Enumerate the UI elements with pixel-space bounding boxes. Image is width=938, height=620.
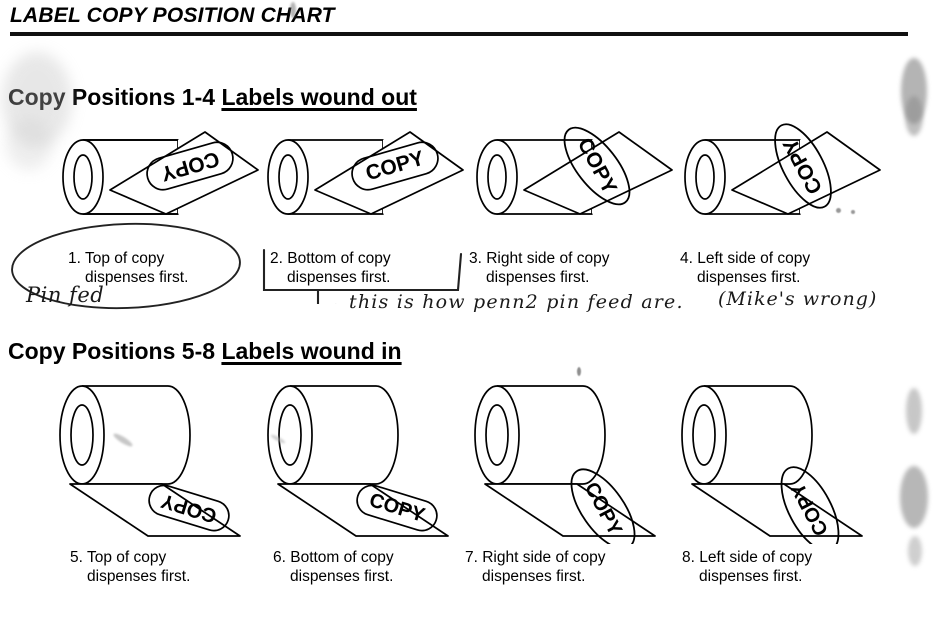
diagram-position-7[interactable]: COPY 7. Right side of copy dispenses fir… bbox=[455, 374, 670, 586]
caption-line-2: dispenses first. bbox=[287, 269, 391, 286]
caption-line-1: 1. Top of copy bbox=[68, 250, 165, 267]
roll-core-hole-6 bbox=[278, 404, 302, 466]
label-flap-1 bbox=[109, 131, 259, 215]
title-divider bbox=[10, 32, 908, 36]
roll-core-hole-4 bbox=[695, 154, 715, 200]
roll-illustration-7: COPY bbox=[455, 374, 670, 544]
label-shape-8 bbox=[780, 466, 840, 544]
caption-line-1: 7. Right side of copy bbox=[465, 549, 606, 566]
label-shape-4 bbox=[774, 123, 832, 209]
diagram-caption-2: 2. Bottom of copy dispenses first. bbox=[253, 249, 468, 287]
label-flap-7 bbox=[484, 483, 656, 537]
caption-line-2: dispenses first. bbox=[85, 269, 189, 286]
diagram-caption-6: 6. Bottom of copy dispenses first. bbox=[248, 548, 463, 586]
caption-line-2: dispenses first. bbox=[290, 568, 394, 585]
caption-line-1: 2. Bottom of copy bbox=[270, 250, 391, 267]
handwritten-margin-note-parenthetical: (Mike's wrong) bbox=[718, 288, 878, 310]
roll-core-hole-3 bbox=[487, 154, 507, 200]
roll-illustration-4: COPY bbox=[670, 122, 885, 247]
label-shape-3 bbox=[563, 126, 631, 206]
roll-illustration-2: COPY bbox=[253, 122, 468, 247]
roll-core-hole-5 bbox=[70, 404, 94, 466]
diagram-caption-8: 8. Left side of copy dispenses first. bbox=[662, 548, 877, 586]
handwritten-bracket-arrow bbox=[262, 248, 463, 304]
diagram-caption-5: 5. Top of copy dispenses first. bbox=[40, 548, 255, 586]
section-heading-main: Copy Positions 5-8 bbox=[8, 338, 216, 364]
roll-core-hole-8 bbox=[692, 404, 716, 466]
diagram-position-2[interactable]: COPY 2. Bottom of copy dispenses first. bbox=[253, 122, 468, 287]
roll-illustration-6: COPY bbox=[248, 374, 463, 544]
handwritten-margin-note: this is how penn2 pin feed are. bbox=[349, 291, 684, 313]
roll-core-hole-2 bbox=[278, 154, 298, 200]
label-shape-2 bbox=[351, 141, 439, 191]
handwritten-pin-fed-note: Pin fed bbox=[26, 283, 105, 307]
caption-line-1: 5. Top of copy bbox=[70, 549, 167, 566]
label-shape-6 bbox=[356, 484, 438, 532]
diagram-position-5[interactable]: COPY 5. Top of copy dispenses first. bbox=[40, 374, 255, 586]
roll-illustration-3: COPY bbox=[462, 122, 677, 247]
roll-illustration-1: COPY bbox=[48, 122, 263, 247]
label-shape-5 bbox=[148, 484, 230, 532]
caption-line-2: dispenses first. bbox=[87, 568, 191, 585]
section-heading-positions-5-8: Copy Positions 5-8 Labels wound in bbox=[8, 338, 402, 365]
roll-illustration-8: COPY bbox=[662, 374, 877, 544]
diagram-position-8[interactable]: COPY 8. Left side of copy dispenses firs… bbox=[662, 374, 877, 586]
label-flap-2 bbox=[314, 131, 464, 215]
caption-line-1: 8. Left side of copy bbox=[682, 549, 813, 566]
diagram-position-1[interactable]: COPY 1. Top of copy dispenses first. bbox=[48, 122, 263, 287]
label-flap-3 bbox=[523, 131, 673, 215]
caption-line-2: dispenses first. bbox=[697, 269, 801, 286]
caption-line-1: 3. Right side of copy bbox=[469, 250, 610, 267]
handwritten-ellipse-annotation bbox=[11, 222, 241, 310]
label-flap-8 bbox=[691, 483, 863, 537]
roll-illustration-5: COPY bbox=[40, 374, 255, 544]
document-header: LABEL COPY POSITION CHART bbox=[10, 4, 928, 36]
caption-line-1: 6. Bottom of copy bbox=[273, 549, 394, 566]
section-heading-main: Copy Positions 1-4 bbox=[8, 84, 216, 110]
section-heading-emphasis: Labels wound out bbox=[221, 84, 417, 110]
diagram-position-3[interactable]: COPY 3. Right side of copy dispenses fir… bbox=[462, 122, 677, 287]
diagram-caption-1: 1. Top of copy dispenses first. bbox=[48, 249, 263, 287]
section-heading-emphasis: Labels wound in bbox=[221, 338, 402, 364]
diagram-caption-4: 4. Left side of copy dispenses first. bbox=[670, 249, 885, 287]
diagram-caption-3: 3. Right side of copy dispenses first. bbox=[462, 249, 677, 287]
diagram-position-6[interactable]: COPY 6. Bottom of copy dispenses first. bbox=[248, 374, 463, 586]
label-flap-5 bbox=[69, 483, 241, 537]
page-title: LABEL COPY POSITION CHART bbox=[10, 4, 335, 27]
caption-line-1: 4. Left side of copy bbox=[680, 250, 811, 267]
label-flap-6 bbox=[277, 483, 449, 537]
label-flap-4 bbox=[731, 131, 881, 215]
roll-core-hole-1 bbox=[73, 154, 93, 200]
caption-line-2: dispenses first. bbox=[486, 269, 590, 286]
roll-core-hole-7 bbox=[485, 404, 509, 466]
diagram-caption-7: 7. Right side of copy dispenses first. bbox=[455, 548, 670, 586]
section-heading-positions-1-4: Copy Positions 1-4 Labels wound out bbox=[8, 84, 417, 111]
diagram-position-4[interactable]: COPY 4. Left side of copy dispenses firs… bbox=[670, 122, 885, 287]
label-shape-7 bbox=[570, 468, 636, 544]
caption-line-2: dispenses first. bbox=[699, 568, 803, 585]
caption-line-2: dispenses first. bbox=[482, 568, 586, 585]
label-shape-1 bbox=[146, 141, 234, 191]
